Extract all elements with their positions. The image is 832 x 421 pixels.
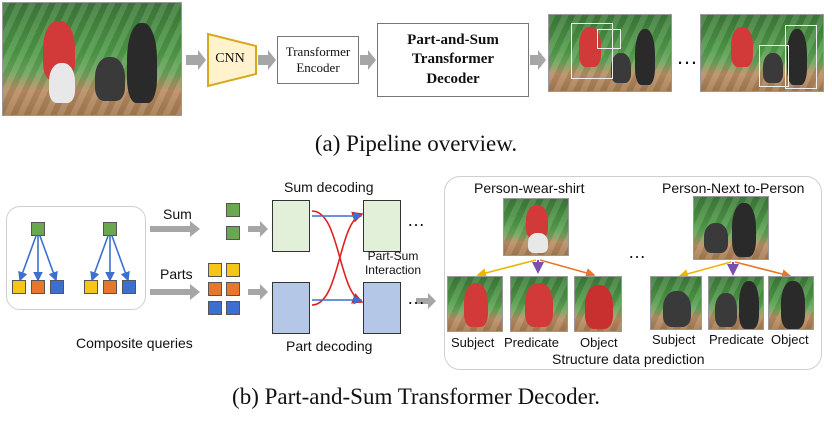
detection-box xyxy=(571,23,613,79)
crop-label-object-2: Object xyxy=(771,332,809,347)
crop-label-predicate-1: Predicate xyxy=(504,335,559,350)
sum-query-square xyxy=(103,222,117,236)
pipeline-ellipsis: … xyxy=(676,44,698,69)
parts-label: Parts xyxy=(160,266,193,282)
part-query-square xyxy=(31,280,45,294)
part-query-square xyxy=(226,301,240,315)
crop-label-subject-1: Subject xyxy=(451,335,495,350)
part-query-square xyxy=(103,280,117,294)
part-query-square xyxy=(122,280,136,294)
crop-label-subject-2: Subject xyxy=(652,332,696,347)
detection-box xyxy=(759,45,789,87)
caption-a: (a) Pipeline overview. xyxy=(314,131,518,156)
part-and-sum-decoder-box: Part-and-Sum Transformer Decoder xyxy=(377,23,529,97)
transformer-encoder-label: Transformer Encoder xyxy=(285,43,351,75)
pipeline-arrows xyxy=(186,50,546,70)
sum-query-square xyxy=(226,226,240,240)
crop-label-predicate-2: Predicate xyxy=(709,332,764,347)
subject-crop-1 xyxy=(447,276,503,332)
triplet-image-2 xyxy=(693,196,769,260)
part-query-square xyxy=(226,263,240,277)
sum-query-square xyxy=(31,222,45,236)
sum-label: Sum xyxy=(163,206,192,222)
predicate-crop-1 xyxy=(510,276,568,332)
part-decoding-label: Part decoding xyxy=(286,338,373,354)
detection-box xyxy=(597,29,621,49)
arrow-2 xyxy=(258,50,276,70)
sum-decoding-label: Sum decoding xyxy=(284,179,374,195)
composite-queries-panel xyxy=(6,206,146,310)
sum-flow-arrow xyxy=(150,221,200,237)
part-query-square xyxy=(208,301,222,315)
part-decoder-block-2 xyxy=(363,282,401,334)
to-prediction-arrow xyxy=(416,293,436,309)
triplet-image-1 xyxy=(503,198,569,256)
transformer-encoder-box: Transformer Encoder xyxy=(277,36,359,84)
part-query-square xyxy=(208,282,222,296)
arrow-1 xyxy=(186,50,206,70)
subject-crop-2 xyxy=(650,276,702,330)
triplet-label-1: Person-wear-shirt xyxy=(474,180,585,196)
object-crop-1 xyxy=(574,276,622,332)
cnn-block xyxy=(207,32,257,88)
object-crop-2 xyxy=(768,276,814,330)
part-and-sum-decoder-label: Part-and-Sum Transformer Decoder xyxy=(407,31,499,87)
input-image xyxy=(2,2,182,116)
part-ellipsis: … xyxy=(407,288,425,308)
sum-to-decoder-arrow xyxy=(248,221,268,237)
part-query-square xyxy=(226,282,240,296)
part-query-square xyxy=(208,263,222,277)
part-query-square xyxy=(50,280,64,294)
crop-label-object-1: Object xyxy=(580,335,618,350)
caption-b: (b) Part-and-Sum Transformer Decoder. xyxy=(232,384,600,409)
prediction-ellipsis: … xyxy=(628,242,646,262)
sum-ellipsis: … xyxy=(407,210,425,230)
arrow-3 xyxy=(360,50,376,70)
sum-query-square xyxy=(226,203,240,217)
composite-queries-label: Composite queries xyxy=(76,335,193,351)
output-image-1 xyxy=(548,14,672,92)
part-query-square xyxy=(12,280,26,294)
sum-decoder-block-2 xyxy=(363,200,401,252)
structure-prediction-label: Structure data prediction xyxy=(552,351,705,367)
arrow-4 xyxy=(530,50,546,70)
part-query-square xyxy=(84,280,98,294)
parts-to-decoder-arrow xyxy=(248,284,268,300)
part-sum-interaction-label: Part-Sum Interaction xyxy=(364,249,422,278)
predicate-crop-2 xyxy=(708,276,764,330)
triplet-label-2: Person-Next to-Person xyxy=(662,180,805,196)
sum-decoder-block-1 xyxy=(272,200,310,252)
cnn-label: CNN xyxy=(215,51,245,66)
part-decoder-block-1 xyxy=(272,282,310,334)
parts-flow-arrow xyxy=(150,284,200,300)
detection-box xyxy=(785,25,817,89)
output-image-2 xyxy=(700,14,824,92)
